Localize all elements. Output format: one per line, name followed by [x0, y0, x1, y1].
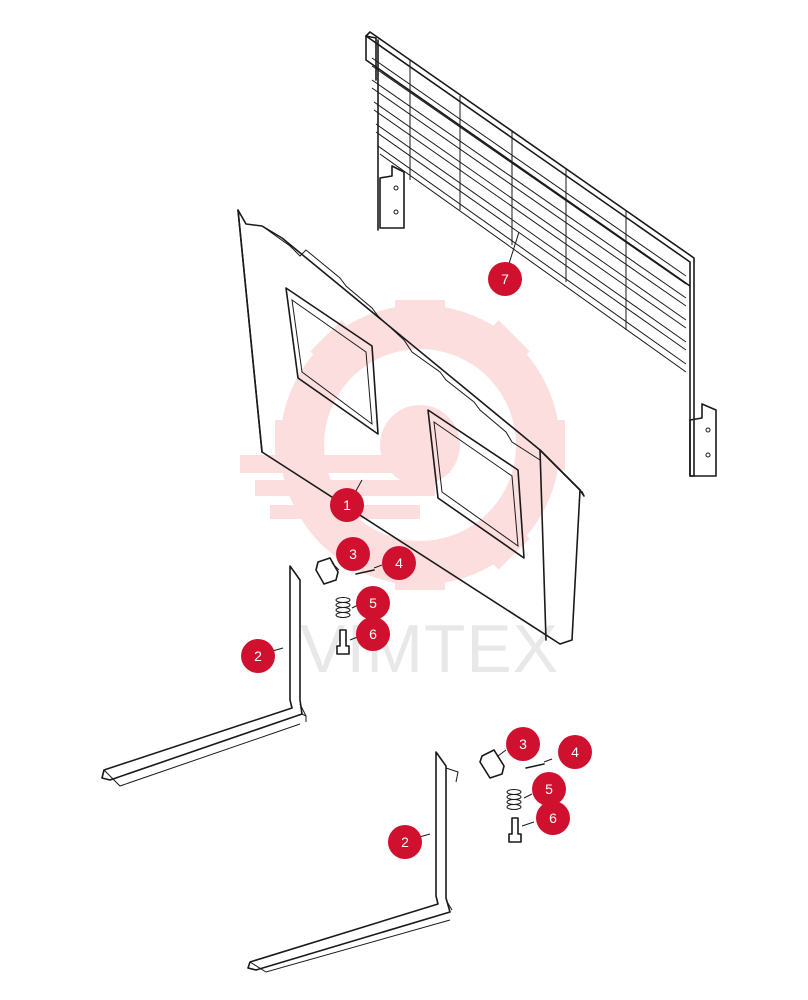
watermark-logo [240, 300, 565, 590]
callout-6a: 6 [356, 617, 390, 651]
callout-2a: 2 [241, 639, 275, 673]
callout-1: 1 [330, 488, 364, 522]
svg-text:4: 4 [395, 555, 403, 571]
fork-left [101, 565, 307, 787]
svg-text:2: 2 [254, 648, 262, 664]
callout-6b: 6 [536, 801, 570, 835]
load-backrest-grille [365, 31, 717, 477]
svg-text:2: 2 [401, 834, 409, 850]
callout-7: 7 [488, 262, 522, 296]
callout-5b: 5 [532, 772, 566, 806]
lock-parts-set-a [315, 557, 383, 655]
svg-text:1: 1 [343, 497, 351, 513]
carriage-plate [237, 209, 585, 645]
svg-text:5: 5 [545, 781, 553, 797]
callout-3a: 3 [336, 537, 370, 571]
fork-right [247, 751, 459, 973]
callout-4a: 4 [382, 546, 416, 580]
callouts: 7 1 3 4 5 6 2 3 [241, 262, 592, 859]
callout-3b: 3 [506, 727, 540, 761]
svg-text:6: 6 [369, 626, 377, 642]
callout-2b: 2 [388, 825, 422, 859]
lock-parts-set-b [479, 749, 553, 843]
svg-text:4: 4 [571, 744, 579, 760]
callout-4b: 4 [558, 735, 592, 769]
svg-text:6: 6 [549, 810, 557, 826]
svg-text:7: 7 [501, 271, 509, 287]
svg-text:5: 5 [369, 595, 377, 611]
svg-text:3: 3 [519, 736, 527, 752]
callout-5a: 5 [356, 586, 390, 620]
svg-text:3: 3 [349, 546, 357, 562]
